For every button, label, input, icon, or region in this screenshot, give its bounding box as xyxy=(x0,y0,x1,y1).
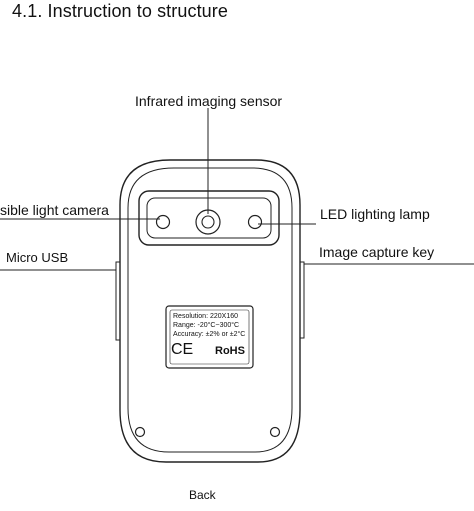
screw-hole-right xyxy=(269,426,281,438)
device-outer-body xyxy=(119,159,301,463)
spec-label-outer xyxy=(165,305,254,369)
visible-light-camera-lens xyxy=(155,214,171,230)
rohs-mark: RoHS xyxy=(215,345,245,357)
view-caption: Back xyxy=(189,488,216,502)
label-micro-usb: Micro USB xyxy=(6,250,69,265)
spec-resolution: Resolution: 220X160 xyxy=(173,313,238,320)
device-inner-body xyxy=(127,167,293,453)
ce-mark: CE xyxy=(171,341,194,358)
label-visible-light-camera: sible light camera xyxy=(0,202,109,218)
micro-usb-port xyxy=(115,261,120,341)
screw-hole-left xyxy=(134,426,146,438)
camera-window-outer xyxy=(138,190,280,246)
label-led-lighting-lamp: LED lighting lamp xyxy=(320,206,430,222)
page-title: 4.1. Instruction to structure xyxy=(12,1,228,21)
label-infrared-imaging-sensor: Infrared imaging sensor xyxy=(135,93,283,109)
spec-range: Range: -20°C~300°C xyxy=(173,322,240,329)
led-lamp xyxy=(247,214,263,230)
image-capture-key xyxy=(300,261,305,339)
camera-window-inner xyxy=(146,197,272,239)
spec-accuracy: Accuracy: ±2% or ±2°C xyxy=(173,331,246,338)
infrared-sensor-lens-inner xyxy=(201,215,215,229)
label-image-capture-key: Image capture key xyxy=(319,244,435,260)
spec-label-inner xyxy=(169,309,250,365)
